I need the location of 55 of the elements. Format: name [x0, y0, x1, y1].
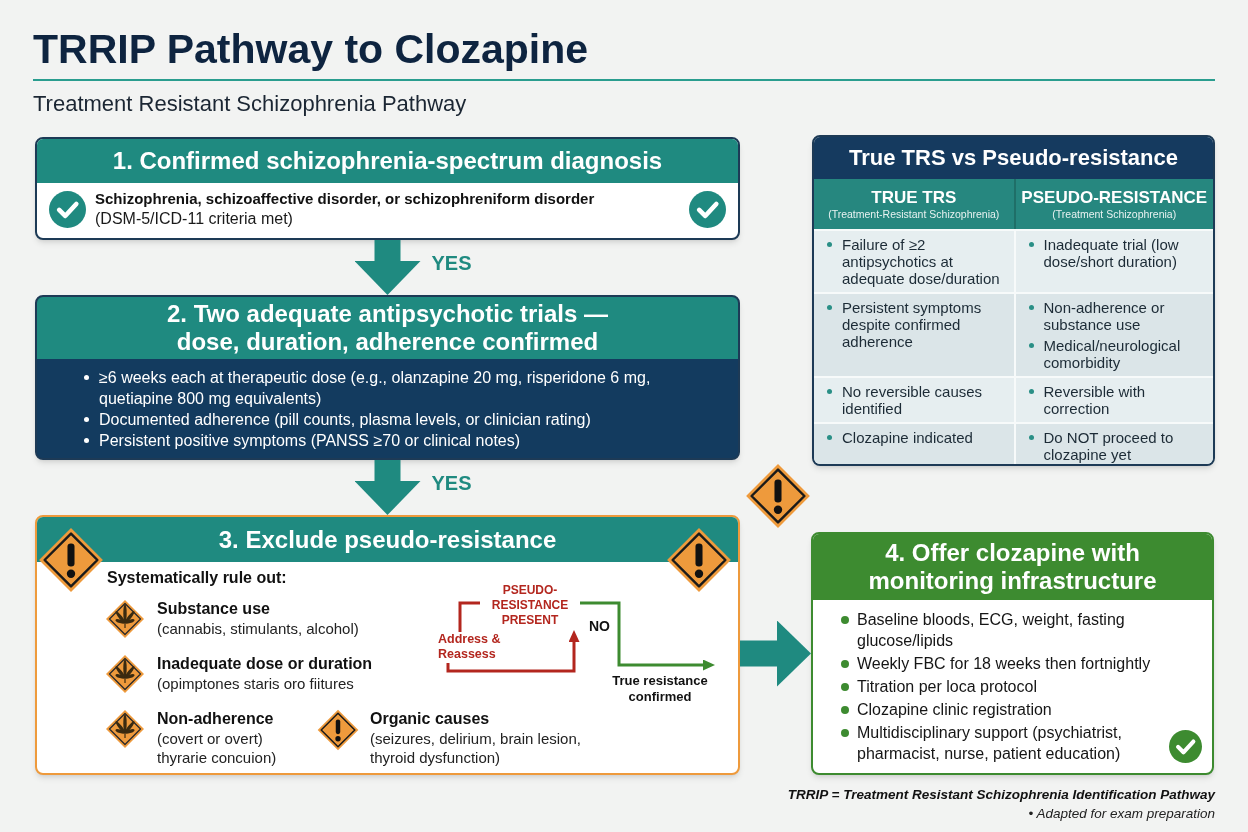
bullet-text: Persistent positive symptoms (PANSS ≥70 or clinical notes): [81, 430, 698, 451]
cause-detail: (seizures, delirium, brain lesion, thyroid dysfunction): [370, 729, 582, 767]
block-arrow: [354, 460, 421, 515]
cause-title: Substance use: [157, 599, 271, 619]
cell-text: Medical/neurological comorbidity: [1023, 337, 1205, 371]
outcome-label: True resistance confirmed: [605, 655, 715, 707]
step-card: [811, 532, 1214, 775]
step-card: [35, 295, 740, 460]
subtitle: Treatment Resistant Schizophrenia Pathway: [33, 90, 467, 118]
column-subheading: (Treatment-Resistant Schizophrenia): [828, 207, 1000, 221]
block-arrow: [740, 620, 811, 687]
cause-title: Inadequate dose or duration: [157, 654, 374, 674]
cell-text: Non-adherence or substance use: [1023, 299, 1205, 333]
bullet-text: Documented adherence (pill counts, plasma levels, or clinician rating): [81, 409, 698, 430]
step-heading: 4. Offer clozapine with monitoring infrastructure: [813, 534, 1212, 600]
footnote: • Adapted for exam preparation: [1028, 805, 1215, 823]
cause-title: Organic causes: [370, 709, 491, 729]
connector-line: [458, 601, 480, 632]
cell-text: Reversible with correction: [1023, 383, 1205, 417]
cause-detail: (cannabis, stimulants, alcohol): [157, 619, 360, 638]
cell-text: Inadequate trial (low dose/short duration): [1023, 236, 1205, 270]
bullet-text: Multidisciplinary support (psychiatrist, pharmacist, nurse, patient education): [839, 722, 1167, 764]
bullet-text: Weekly FBC for 18 weeks then fortnightly: [839, 653, 1167, 674]
comparison-table: [812, 135, 1215, 466]
cell-text: Failure of ≥2 antipsychotics at adequate dose/duration: [822, 236, 1006, 287]
arrow: [446, 630, 580, 673]
section-label: Systematically rule out:: [107, 568, 287, 588]
cause-title: Non-adherence: [157, 709, 275, 729]
step-card: [35, 515, 740, 775]
column-heading: PSEUDO-RESISTANCE: [1021, 187, 1208, 208]
column-heading: TRUE TRS: [871, 187, 957, 208]
cause-detail: (opimptones staris oro fiitures: [157, 674, 355, 693]
cell-text: Clozapine indicated: [822, 429, 1006, 446]
block-arrow: [354, 240, 421, 295]
diagnosis-text: Schizophrenia, schizoaffective disorder, or schizophreniform disorder: [95, 189, 596, 209]
criteria-note: (DSM-5/ICD-11 criteria met): [95, 209, 294, 229]
step-heading: 2. Two adequate antipsychotic trials — dose, duration, adherence confirmed: [37, 297, 738, 359]
cause-detail: (covert or overt) thyrarie concuion): [157, 729, 278, 767]
step-card: [35, 137, 740, 240]
cell-text: No reversible causes identified: [822, 383, 1006, 417]
bullet-text: Titration per loca protocol: [839, 676, 1167, 697]
step-heading: 1. Confirmed schizophrenia-spectrum diagnosis: [37, 139, 738, 183]
table-title: True TRS vs Pseudo-resistance: [814, 137, 1213, 179]
bullet-text: Clozapine clinic registration: [839, 699, 1167, 720]
flow-label: PSEUDO-RESISTANCE PRESENT: [480, 583, 580, 630]
title: TRRIP Pathway to Clozapine: [33, 25, 589, 74]
cell-text: Persistent symptoms despite confirmed adherence: [822, 299, 1006, 350]
bullet-text: Baseline bloods, ECG, weight, fasting glucose/lipids: [839, 609, 1167, 651]
column-subheading: (Treatment Schizophrenia): [1052, 207, 1177, 221]
footnote: TRRIP = Treatment Resistant Schizophrenia Identification Pathway: [787, 786, 1215, 804]
arrow: [580, 601, 715, 671]
cell-text: Do NOT proceed to clozapine yet: [1023, 429, 1205, 463]
flow-label: Address & Reassess: [438, 632, 510, 663]
bullet-text: ≥6 weeks each at therapeutic dose (e.g., olanzapine 20 mg, risperidone 6 mg, quetiapine 800 mg equivalents): [81, 367, 698, 409]
step-heading: 3. Exclude pseudo-resistance: [37, 517, 738, 562]
